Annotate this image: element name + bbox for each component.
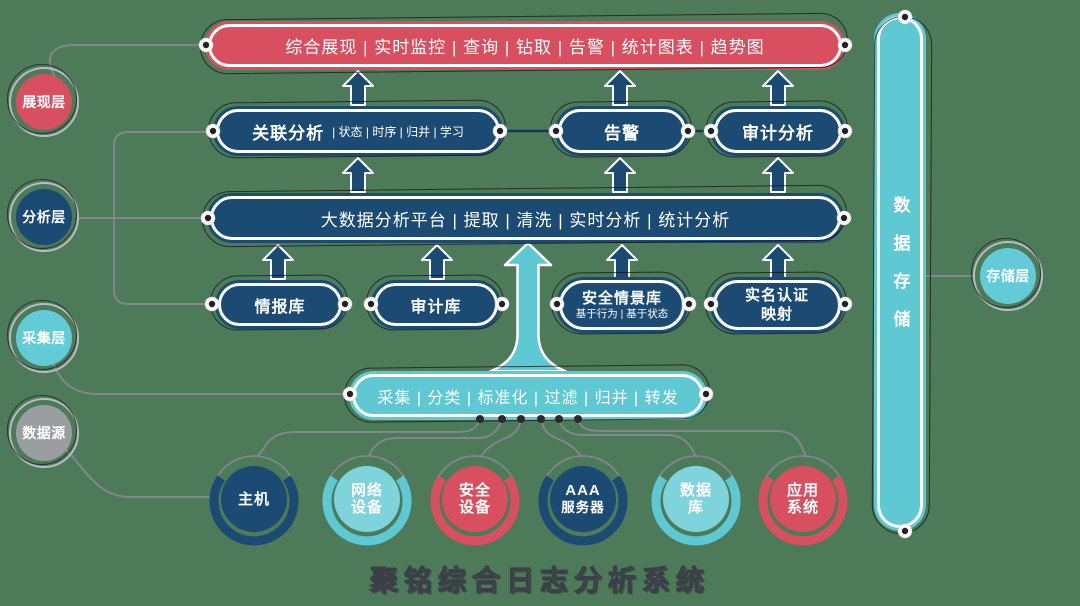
collect-pill-label: 采集 | 分类 | 标准化 | 过滤 | 归并 | 转发 — [377, 389, 679, 407]
source-host: 主机 — [221, 466, 287, 532]
source-security-label-line1: 安全 — [458, 482, 491, 499]
source-host-label: 主机 — [237, 490, 270, 508]
source-application-system: 应用 系统 — [770, 466, 836, 532]
source-aaa-server: AAA 服务器 — [550, 466, 616, 532]
diagram-title: 聚铭综合日志分析系统 — [369, 564, 710, 596]
layer-circle-analysis: 分析层 — [7, 179, 79, 252]
realname-mapping-label-line1: 实名认证 — [744, 287, 809, 305]
audit-library-pill: 审计库 — [374, 283, 498, 326]
layer-presentation-label: 展现层 — [22, 94, 66, 110]
presentation-pill: 综合展现 | 实时监控 | 查询 | 钻取 | 告警 | 统计图表 | 趋势图 — [208, 24, 842, 67]
data-storage-pill: 数据存储 — [877, 16, 923, 528]
layer-circle-storage: 存储层 — [971, 238, 1043, 311]
layer-storage-label: 存储层 — [986, 268, 1030, 284]
layer-circle-datasource: 数据源 — [7, 395, 79, 468]
intelligence-library-label: 情报库 — [254, 298, 306, 316]
realname-mapping-label-line2: 映射 — [760, 305, 793, 323]
security-context-library-pill: 安全情景库 基于行为 | 基于状态 — [559, 280, 685, 330]
teal-up-arrow-icon — [488, 241, 568, 373]
collect-pill: 采集 | 分类 | 标准化 | 过滤 | 归并 | 转发 — [352, 374, 704, 417]
source-database-label-line1: 数据 — [679, 482, 712, 499]
security-context-library-label: 安全情景库 — [581, 289, 662, 307]
source-app-label-line1: 应用 — [786, 482, 819, 499]
layer-analysis-label: 分析层 — [22, 209, 66, 225]
layer-circle-collection: 采集层 — [7, 300, 79, 373]
realname-mapping-pill: 实名认证 映射 — [713, 280, 841, 330]
correlation-analysis-label: 关联分析 — [252, 123, 325, 143]
source-rings — [209, 455, 848, 546]
layer-circle-presentation: 展现层 — [7, 64, 79, 137]
layer-datasource-label: 数据源 — [22, 425, 66, 441]
source-security-label-line2: 设备 — [458, 499, 491, 516]
alert-pill-label: 告警 — [604, 123, 640, 143]
source-network-device: 网络 设备 — [334, 466, 400, 532]
data-storage-label: 数据存储 — [890, 196, 910, 348]
source-network-label-line2: 设备 — [350, 499, 383, 516]
source-network-label-line1: 网络 — [350, 482, 383, 499]
security-context-library-sublabel: 基于行为 | 基于状态 — [575, 308, 669, 321]
layer-collection-label: 采集层 — [22, 330, 66, 346]
audit-analysis-pill: 审计分析 — [714, 109, 842, 153]
alert-pill: 告警 — [558, 109, 686, 153]
audit-analysis-label: 审计分析 — [742, 123, 814, 143]
source-database: 数据 库 — [663, 466, 729, 532]
correlation-analysis-pill: 关联分析 | 状态 | 时序 | 归并 | 学习 — [216, 109, 500, 153]
bigdata-platform-label: 大数据分析平台 | 提取 | 清洗 | 实时分析 | 统计分析 — [320, 210, 731, 230]
audit-library-label: 审计库 — [410, 298, 462, 316]
bigdata-platform-pill: 大数据分析平台 | 提取 | 清洗 | 实时分析 | 统计分析 — [210, 196, 841, 240]
source-app-label-line2: 系统 — [786, 499, 819, 516]
source-database-label-line2: 库 — [687, 499, 704, 516]
presentation-pill-label: 综合展现 | 实时监控 | 查询 | 钻取 | 告警 | 统计图表 | 趋势图 — [285, 38, 765, 57]
up-arrow-icon — [262, 70, 794, 280]
source-security-device: 安全 设备 — [442, 466, 508, 532]
source-aaa-label-line1: AAA — [565, 482, 601, 499]
gray-connector-lines — [49, 44, 974, 498]
intelligence-library-pill: 情报库 — [218, 283, 342, 326]
source-aaa-label-line2: 服务器 — [561, 500, 605, 515]
correlation-analysis-sublabel: | 状态 | 时序 | 归并 | 学习 — [332, 124, 464, 139]
